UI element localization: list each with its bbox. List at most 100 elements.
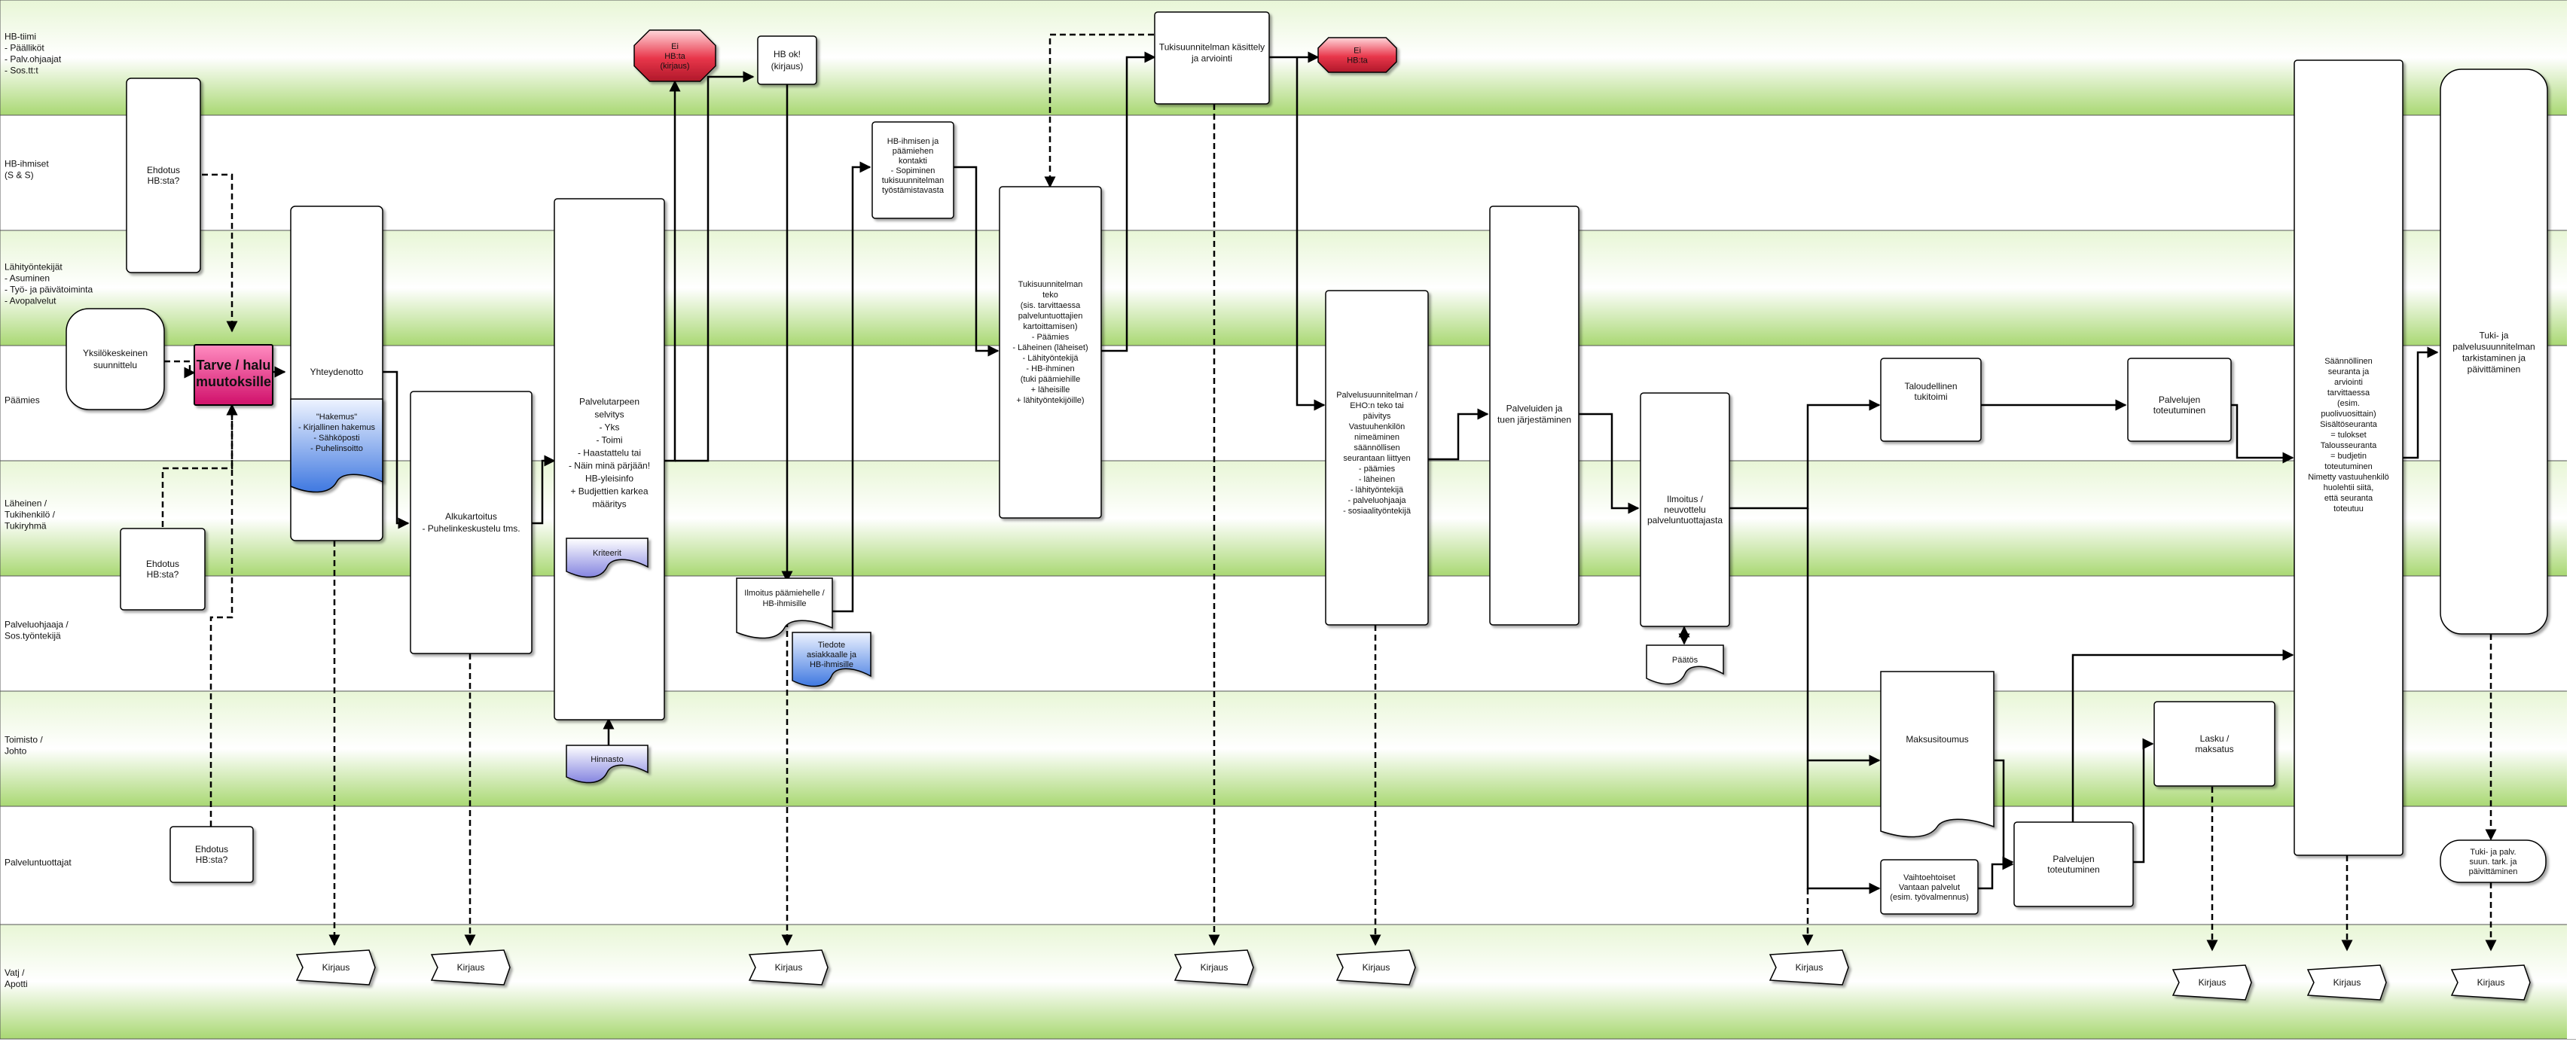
swimlane — [0, 230, 2576, 346]
maksusitoumus-doc: Maksusitoumus — [1880, 671, 1995, 838]
alkukartoitus-label: Alkukartoitus- Puhelinkeskustelu tms. — [422, 511, 520, 534]
hb-ok-label: HB ok!(kirjaus) — [771, 49, 804, 72]
lasku-label: Lasku /maksatus — [2195, 733, 2233, 754]
connector — [2071, 649, 2294, 822]
connector — [1978, 858, 2014, 890]
kirjaus-label: Kirjaus — [1363, 962, 1390, 973]
lasku-box: Lasku /maksatus — [2153, 701, 2275, 787]
connector — [1729, 399, 1881, 510]
kirjaus-label: Kirjaus — [322, 962, 350, 973]
kirjaus-label: Kirjaus — [457, 962, 485, 973]
connector — [383, 370, 410, 529]
hinnasto-doc: Hinnasto — [566, 745, 649, 784]
swimlane-label: Palveluohjaaja /Sos.työntekijä — [5, 620, 69, 641]
swimlane-label: HB-tiimi- Päälliköt- Palv.ohjaajat- Sos.… — [5, 32, 62, 76]
hakemus-doc: "Hakemus"- Kirjallinen hakemus- Sähköpos… — [290, 398, 383, 493]
kirjaus-label: Kirjaus — [1201, 962, 1228, 973]
swimlane — [0, 460, 2576, 577]
hb-ok-box: HB ok!(kirjaus) — [757, 35, 817, 85]
connector — [954, 166, 1000, 357]
kirjaus-record: Kirjaus — [2306, 964, 2387, 1001]
swimlane — [0, 575, 2576, 692]
swimlane-label: Vatj /Apotti — [5, 967, 28, 989]
kirjaus-label: Kirjaus — [2199, 977, 2227, 988]
connector — [675, 71, 755, 462]
kriteerit-label: Kriteerit — [593, 549, 621, 558]
kirjaus-label: Kirjaus — [775, 962, 803, 973]
kirjaus-record: Kirjaus — [430, 949, 511, 986]
kirjaus-record: Kirjaus — [2172, 964, 2252, 1001]
hinnasto-label: Hinnasto — [591, 755, 623, 764]
kirjaus-record: Kirjaus — [1769, 949, 1849, 986]
maksusitoumus-label: Maksusitoumus — [1906, 734, 1968, 745]
connector — [164, 360, 196, 379]
swimlane-label: HB-ihmiset(S & S) — [5, 159, 49, 181]
connector — [2133, 738, 2154, 864]
connector — [1101, 51, 1156, 352]
swimlane-label: Toimisto /Johto — [5, 735, 43, 757]
connector — [1044, 33, 1154, 188]
kirjaus-label: Kirjaus — [2477, 977, 2505, 988]
swimlane-label: Palveluntuottajat — [5, 858, 72, 868]
kirjaus-record: Kirjaus — [1174, 949, 1254, 986]
swimlane — [0, 806, 2576, 925]
ilmoitus-paamies-doc: Ilmoitus päämiehelle /HB-ihmisille — [736, 577, 833, 639]
kirjaus-record: Kirjaus — [2450, 964, 2531, 1001]
connector — [532, 455, 556, 525]
kirjaus-record: Kirjaus — [1335, 949, 1416, 986]
swimlane-label: Läheinen /Tukihenkilö /Tukiryhmä — [5, 498, 56, 532]
swimlane-label: Lähityöntekijät- Asuminen- Työ- ja päivä… — [5, 262, 93, 306]
paatos-doc: Päätös — [1646, 644, 1724, 685]
swimlane — [0, 924, 2576, 1040]
connector — [182, 173, 238, 333]
connector — [209, 404, 238, 827]
kirjaus-record: Kirjaus — [748, 949, 829, 986]
kriteerit-doc: Kriteerit — [566, 538, 649, 578]
connector — [832, 161, 871, 613]
kirjaus-label: Kirjaus — [2333, 977, 2361, 988]
paatos-label: Päätös — [1672, 656, 1699, 665]
connectors — [161, 33, 2497, 952]
swimlane-label: Päämies — [5, 395, 40, 406]
connector — [1579, 413, 1640, 514]
connector — [2403, 346, 2439, 459]
connector — [1428, 408, 1489, 461]
kirjaus-label: Kirjaus — [1796, 962, 1824, 973]
